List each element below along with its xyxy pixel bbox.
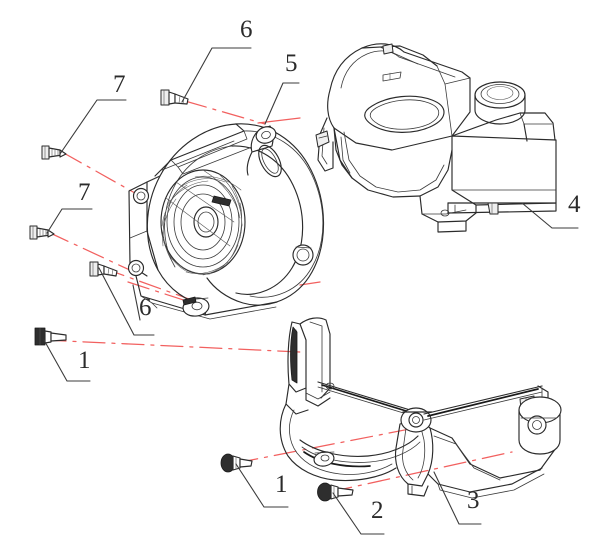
leader-6-lower-b	[132, 284, 141, 321]
lower-cover	[279, 317, 562, 499]
leader-1-right	[235, 463, 289, 508]
leader-3	[433, 471, 482, 525]
lower-cover-eye-left	[313, 451, 335, 467]
leader-5	[264, 82, 300, 125]
leader-7-lower	[46, 208, 93, 234]
leader-1-left	[43, 339, 91, 382]
callout-3: 3	[467, 487, 480, 514]
lower-cover-hinge	[394, 407, 434, 497]
fan-impeller	[160, 169, 246, 276]
housing-oval-slot	[258, 144, 282, 178]
axis-screw7-upper	[61, 151, 143, 198]
bolt-6-upper	[160, 89, 189, 106]
axis-bolt1-right	[235, 426, 421, 464]
callout-4: 4	[568, 191, 581, 218]
callout-6-lower: 6	[139, 294, 152, 321]
bolt-2	[317, 482, 354, 502]
axis-bolt6-upper	[184, 100, 266, 125]
callout-6-upper: 6	[240, 16, 253, 43]
axis-screw7-lower	[47, 231, 135, 273]
cooling-shroud	[315, 43, 557, 233]
fan-housing	[127, 123, 325, 320]
bolt-6-lower	[89, 261, 118, 277]
shroud-cap	[474, 81, 526, 125]
callout-1-right: 1	[275, 471, 288, 498]
housing-lower-flange	[135, 275, 278, 320]
screw-7-upper	[41, 145, 67, 160]
leader-7-upper	[59, 99, 127, 155]
screw-7-lower	[29, 225, 55, 240]
leader-2	[332, 492, 385, 535]
leader-4	[521, 202, 579, 229]
mount-hole-lower	[127, 259, 145, 277]
bolt-1-right	[220, 453, 253, 473]
axis-callout5	[257, 117, 301, 124]
callout-2: 2	[371, 497, 384, 524]
lower-cover-boss-right	[518, 396, 562, 455]
bolt-1-left	[34, 327, 67, 346]
leader-6-lower-a	[98, 267, 155, 336]
callout-5: 5	[285, 50, 298, 77]
callout-7-upper: 7	[113, 71, 126, 98]
callout-1-left: 1	[78, 347, 91, 374]
callout-labels: 7 7 6 5 6 4 1 1 2 3	[78, 16, 581, 524]
axis-bolt1-left	[43, 339, 301, 353]
housing-boss-right	[292, 244, 314, 266]
shroud-oval-inlet	[364, 95, 445, 133]
leader-6-upper	[181, 47, 252, 103]
mount-hole-upper	[132, 187, 150, 205]
callout-7-lower: 7	[78, 179, 91, 206]
leader-lines	[43, 47, 579, 535]
